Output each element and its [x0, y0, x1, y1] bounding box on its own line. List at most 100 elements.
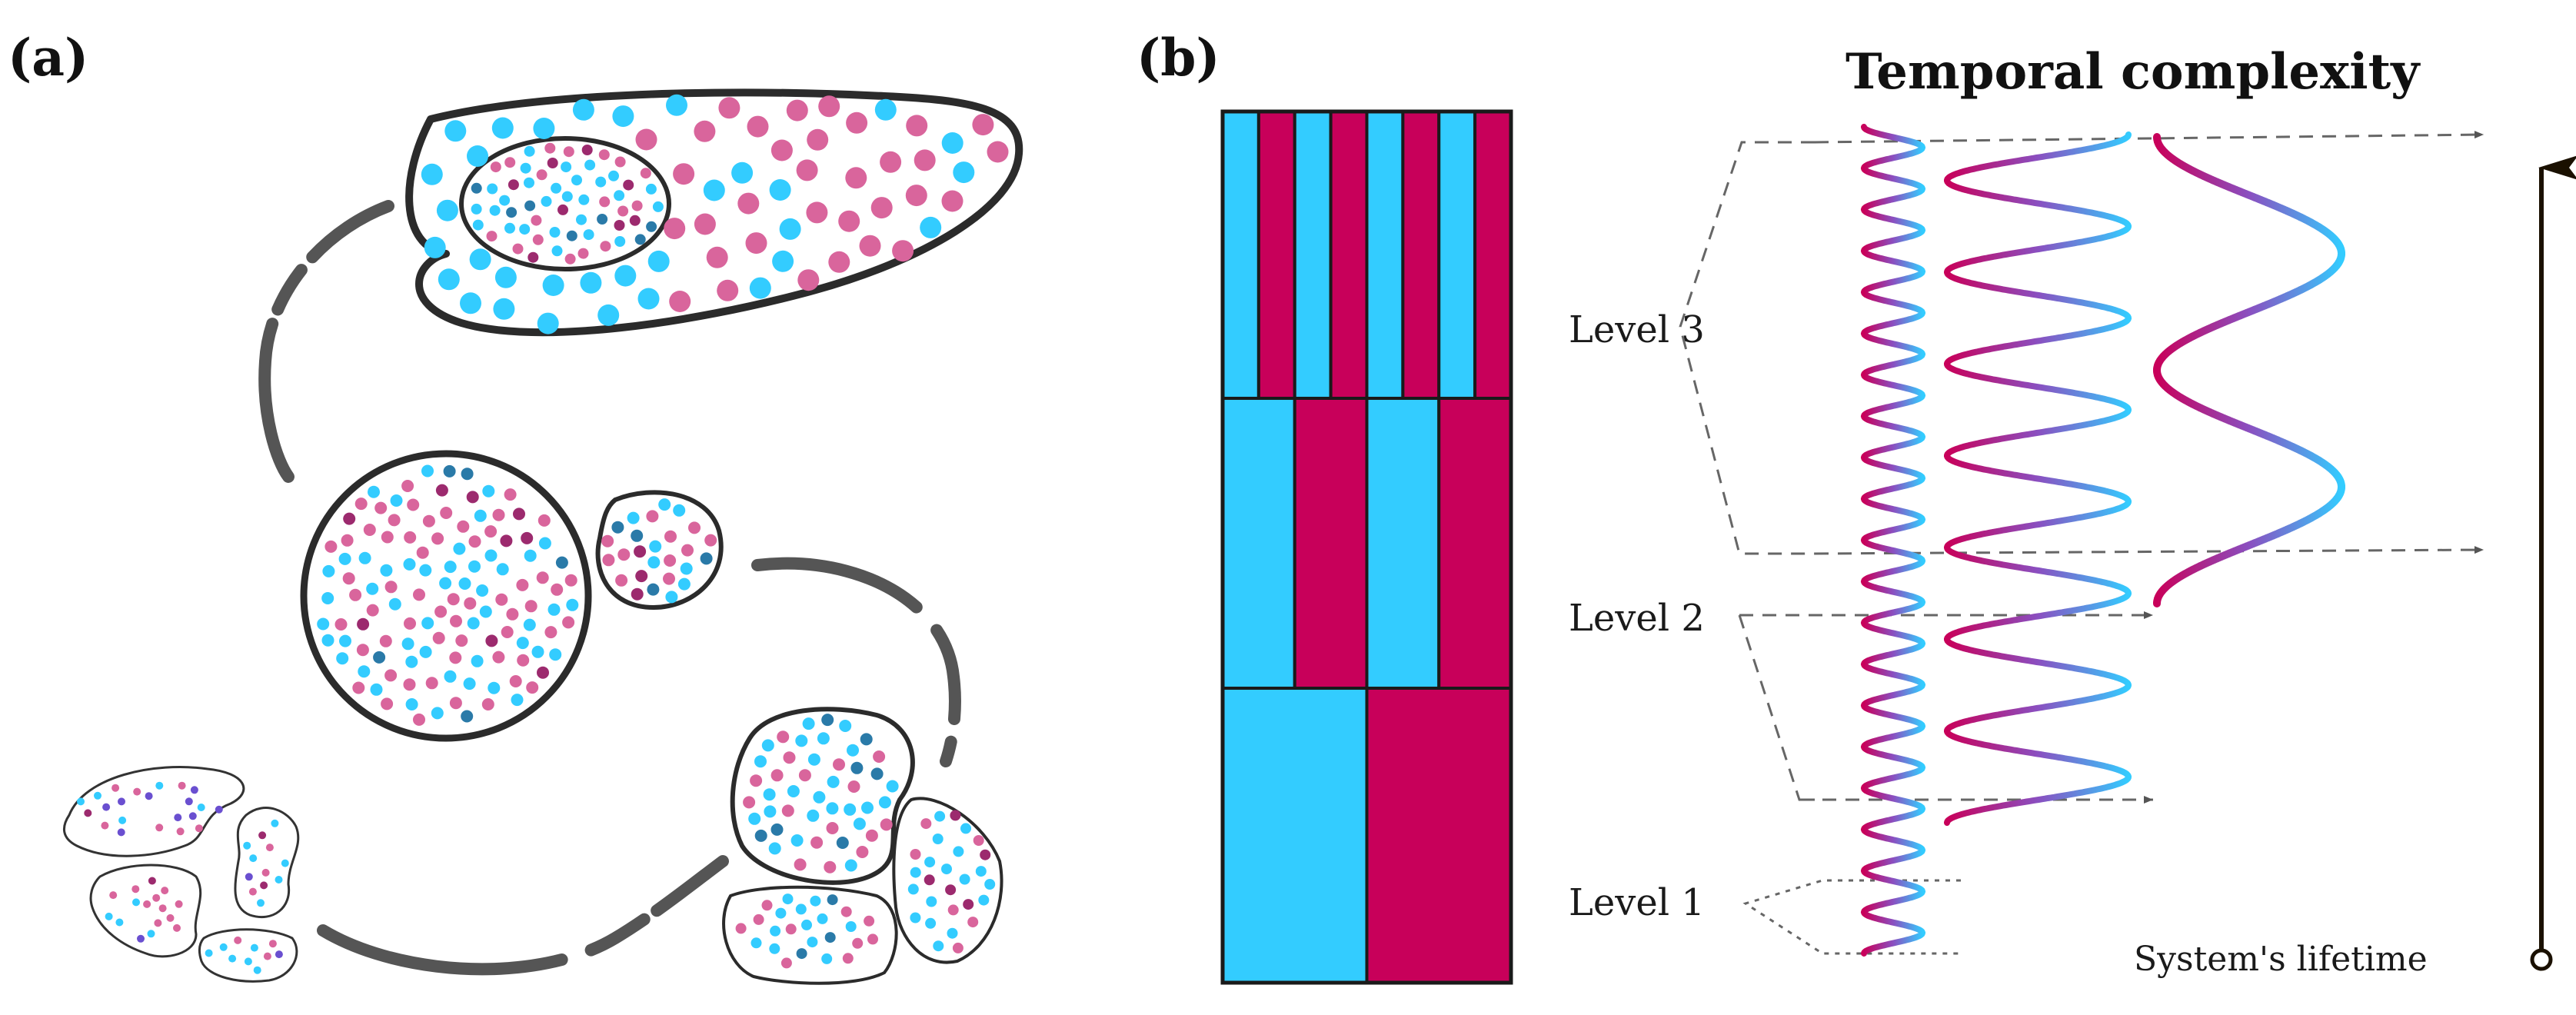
cluster-dot	[444, 670, 457, 683]
large-organized-cluster	[405, 88, 1023, 337]
cluster-dot	[228, 954, 237, 963]
cluster-dot	[926, 896, 937, 907]
cluster-dot	[512, 243, 524, 255]
cluster-dot	[597, 214, 608, 225]
cluster-dot	[892, 240, 914, 262]
cluster-dot	[152, 894, 161, 902]
cluster-dot	[485, 634, 498, 647]
cluster-dot	[680, 562, 693, 575]
small-side-cluster	[595, 490, 724, 611]
cluster-dot	[646, 510, 659, 523]
cluster-dot	[798, 769, 811, 782]
cluster-dot	[513, 508, 525, 521]
cluster-dot	[524, 177, 534, 188]
cluster-dot	[190, 786, 198, 794]
cluster-dot	[263, 952, 271, 960]
cluster-dot	[460, 292, 481, 314]
cluster-dot	[484, 549, 498, 562]
medium-cluster	[300, 450, 592, 742]
cluster-dot	[379, 634, 392, 647]
bottom-right-cluster-3	[722, 885, 898, 985]
cluster-dot	[631, 200, 643, 211]
cluster-dot	[250, 943, 258, 952]
cluster-dot	[496, 563, 509, 576]
cluster-dot	[517, 654, 530, 667]
cluster-dot	[257, 899, 265, 907]
cluster-dot	[677, 577, 691, 591]
cluster-dot	[978, 894, 990, 906]
block-level-3-segment-8	[1473, 110, 1513, 400]
cluster-dot	[950, 810, 961, 821]
cluster-dot	[416, 546, 429, 559]
cluster-dot	[488, 681, 501, 694]
cluster-dot	[932, 834, 944, 844]
cluster-dot	[493, 298, 515, 320]
level-3-label: Level 3	[1569, 308, 1705, 351]
cluster-dot	[508, 179, 519, 191]
block-level-2-segment-3	[1365, 397, 1441, 690]
cluster-dot	[449, 697, 462, 710]
cluster-dot	[844, 859, 857, 872]
cluster-dot	[523, 618, 536, 631]
cluster-dot	[84, 809, 92, 817]
cluster-dot	[118, 797, 125, 806]
cluster-dot	[649, 540, 662, 553]
cluster-dot	[627, 511, 640, 524]
block-level-2-segment-2	[1293, 397, 1369, 690]
cluster-dot	[175, 900, 183, 908]
cluster-dot	[468, 560, 481, 573]
cluster-dot	[524, 549, 537, 562]
cluster-dot	[215, 805, 223, 814]
cluster-dot	[828, 251, 850, 273]
cluster-dot	[561, 161, 572, 173]
cluster-dot	[526, 681, 539, 694]
cluster-dot	[403, 678, 416, 691]
cluster-dot	[706, 246, 728, 268]
cluster-dot	[783, 751, 796, 764]
cluster-dot	[472, 219, 484, 231]
cluster-dot	[763, 788, 776, 801]
cluster-dot	[561, 191, 573, 202]
cluster-dot	[321, 634, 334, 647]
cluster-dot	[673, 504, 686, 517]
temporal-waves	[1860, 124, 2345, 957]
cluster-dot	[770, 139, 793, 161]
cluster-dot	[688, 521, 701, 534]
cluster-dot	[703, 179, 725, 201]
block-diagram-frame	[1220, 109, 1513, 985]
cluster-dot	[615, 574, 628, 587]
cluster-dot	[421, 163, 443, 185]
cluster-dot	[748, 812, 761, 825]
cluster-dot	[750, 774, 763, 787]
cluster-dot	[457, 520, 470, 533]
cluster-dot	[827, 775, 840, 788]
cluster-dot	[772, 250, 794, 272]
cluster-dot	[401, 637, 414, 651]
cluster-dot	[504, 222, 515, 234]
cluster-dot	[941, 132, 964, 154]
cluster-dot	[166, 914, 175, 922]
block-level-3-segment-3	[1293, 110, 1333, 400]
cluster-dot	[794, 858, 807, 871]
cluster-dot	[541, 195, 552, 207]
block-level-3-segment-2	[1256, 110, 1296, 400]
cluster-dot	[275, 950, 283, 959]
cluster-dot	[886, 780, 899, 793]
cluster-dot	[769, 179, 791, 201]
cluster-dot	[195, 824, 203, 833]
cluster-dot	[910, 912, 921, 923]
cluster-dot	[516, 637, 529, 650]
cluster-dot	[501, 626, 514, 638]
cluster-dot	[102, 803, 111, 811]
cluster-dot	[601, 534, 614, 547]
cluster-dot	[844, 803, 857, 816]
cluster-dot	[637, 288, 660, 310]
cluster-dot	[664, 530, 677, 543]
cluster-dot	[790, 834, 804, 847]
cluster-dot	[486, 231, 498, 242]
cluster-dot	[439, 577, 452, 590]
cluster-dot	[384, 581, 398, 594]
cluster-dot	[178, 781, 186, 790]
cluster-dot	[836, 837, 849, 849]
cluster-dot	[435, 484, 448, 497]
